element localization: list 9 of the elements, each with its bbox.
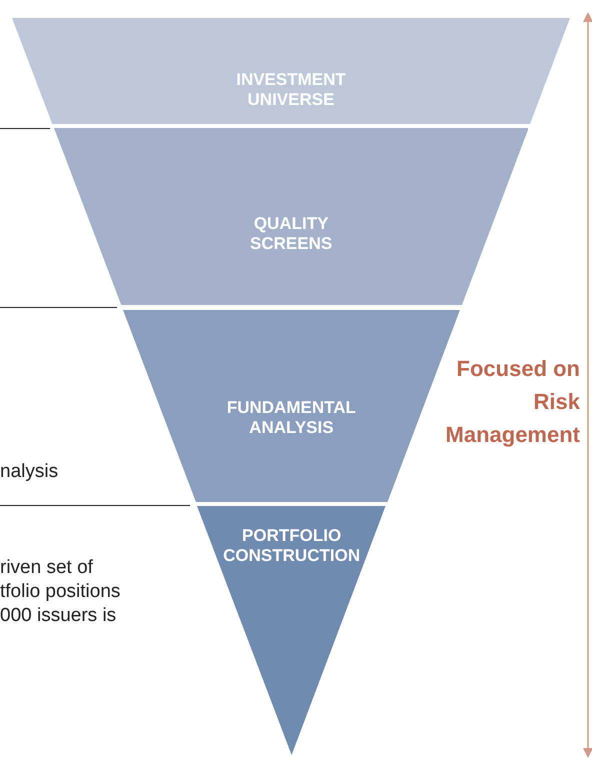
description-text: riven set of <box>0 556 93 580</box>
stage-label: PORTFOLIO CONSTRUCTION <box>222 526 362 566</box>
side-label: Focused on Risk Management <box>444 355 580 449</box>
stage-label: FUNDAMENTAL ANALYSIS <box>226 398 357 438</box>
stage-label: QUALITY SCREENS <box>249 214 334 254</box>
description-text: 000 issuers is <box>0 604 116 628</box>
description-text: tfolio positions <box>0 580 120 604</box>
description-text: nalysis <box>0 460 58 484</box>
stage-label: INVESTMENT UNIVERSE <box>235 70 347 110</box>
